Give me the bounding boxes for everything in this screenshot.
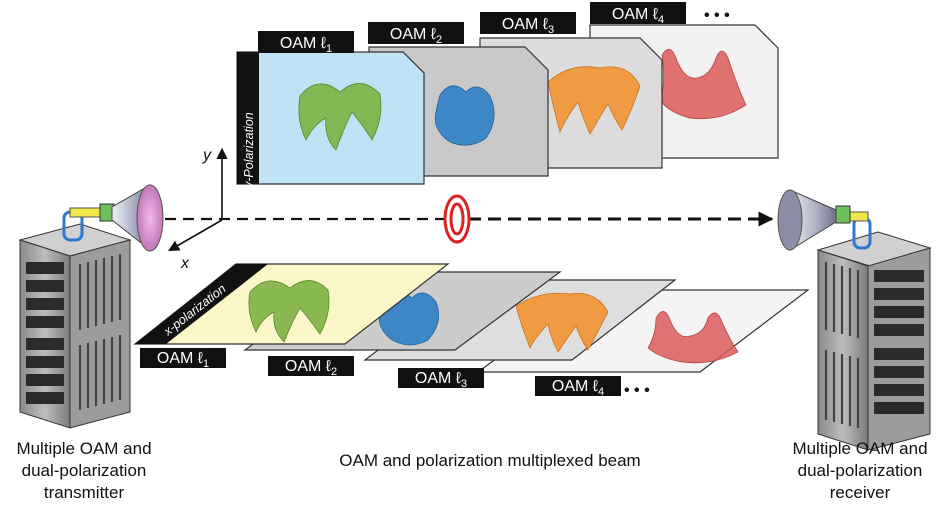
x-frame-tab-sub-3: 3 [461,378,467,390]
x-axis-label: x [180,255,190,272]
transmitter-caption-line-3: transmitter [43,483,125,502]
y-frame-tab-bg-3 [480,12,576,34]
ellipsis-upper: • • • [704,7,730,24]
y-frame-tab-bg-1 [258,31,354,53]
y-frame-tab-label-2: OAM ℓ2 [390,26,442,46]
y-frame-tab-4: OAM ℓ4 [590,2,686,26]
oam-ring-inner [449,202,465,236]
transmitter-caption-line-1: Multiple OAM and [16,439,152,458]
y-frame-tab-label-4: OAM ℓ4 [612,6,664,26]
y-frame-tab-sub-3: 3 [548,24,554,36]
x-axis [168,219,223,252]
y-frame-tab-sub-2: 2 [436,34,442,46]
x-frame-tab-label-2: OAM ℓ2 [285,358,337,378]
oam-ring-outer [443,194,471,244]
receiver-caption-line-1: Multiple OAM and [792,439,928,458]
y-polarization-label: y-Polarization [242,112,256,189]
y-frame-tabs: OAM ℓ1 OAM ℓ2 OAM ℓ3 OAM ℓ4 [258,2,686,55]
transmitter-rack [18,184,164,429]
y-frame-3-pattern [547,66,641,135]
beam [165,194,774,244]
y-frame-tab-1: OAM ℓ1 [258,31,354,55]
x-frame-1 [133,263,450,345]
x-frame-tab-sub-1: 1 [203,358,209,370]
y-frame-4-pattern [659,48,747,120]
receiver-caption-line-3: receiver [829,483,891,502]
receiver-caption: Multiple OAM and dual-polarization recei… [774,438,946,504]
x-frame-tab-bg-3 [398,368,484,388]
x-frame-tab-label-4: OAM ℓ4 [552,378,604,398]
x-polarization-bar [135,264,268,344]
x-frame-tab-3: OAM ℓ3 [398,368,484,390]
x-polarization-frames [133,263,810,373]
y-frame-tab-label-3: OAM ℓ3 [502,16,554,36]
y-frame-tab-3: OAM ℓ3 [480,12,576,36]
receiver-rack [777,189,932,451]
y-frame-2-pattern [434,85,495,146]
x-frame-tab-4: OAM ℓ4 [535,376,621,398]
y-frame-tab-2: OAM ℓ2 [368,22,464,46]
x-frame-tab-label-3: OAM ℓ3 [415,370,467,390]
beam-caption-text: OAM and polarization multiplexed beam [339,451,641,470]
x-frame-tab-bg-2 [268,356,354,376]
y-axis-label: y [202,147,212,164]
x-frame-1-pattern [248,280,330,343]
x-frame-tab-1: OAM ℓ1 [140,348,226,370]
x-frame-tab-bg-4 [535,376,621,396]
x-frame-tab-sub-4: 4 [598,386,604,398]
x-frame-tab-sub-2: 2 [331,366,337,378]
receiver-caption-line-2: dual-polarization [797,461,923,480]
y-frame-tab-label-1: OAM ℓ1 [280,35,332,55]
y-frame-tab-bg-4 [590,2,686,24]
x-frame-3-pattern [515,292,609,353]
x-frame-tab-2: OAM ℓ2 [268,356,354,378]
y-frame-1 [236,51,425,185]
y-polarization-bar [237,52,259,184]
x-frame-tab-bg-1 [140,348,226,368]
x-frame-tab-label-1: OAM ℓ1 [157,350,209,370]
transmitter-caption-line-2: dual-polarization [21,461,147,480]
y-frame-tab-sub-4: 4 [658,14,664,26]
beam-caption: OAM and polarization multiplexed beam [290,450,690,472]
ellipsis-lower: • • • [624,382,650,399]
transmitter-caption: Multiple OAM and dual-polarization trans… [0,438,168,504]
x-frame-4-pattern [647,311,739,364]
x-frame-tabs: OAM ℓ1 OAM ℓ2 OAM ℓ3 OAM ℓ4 [140,348,621,398]
coordinate-axes: y x [168,147,228,272]
y-frame-1-pattern [298,83,382,151]
y-frame-tab-bg-2 [368,22,464,44]
y-frame-tab-sub-1: 1 [326,43,332,55]
y-polarization-frames [236,24,779,185]
